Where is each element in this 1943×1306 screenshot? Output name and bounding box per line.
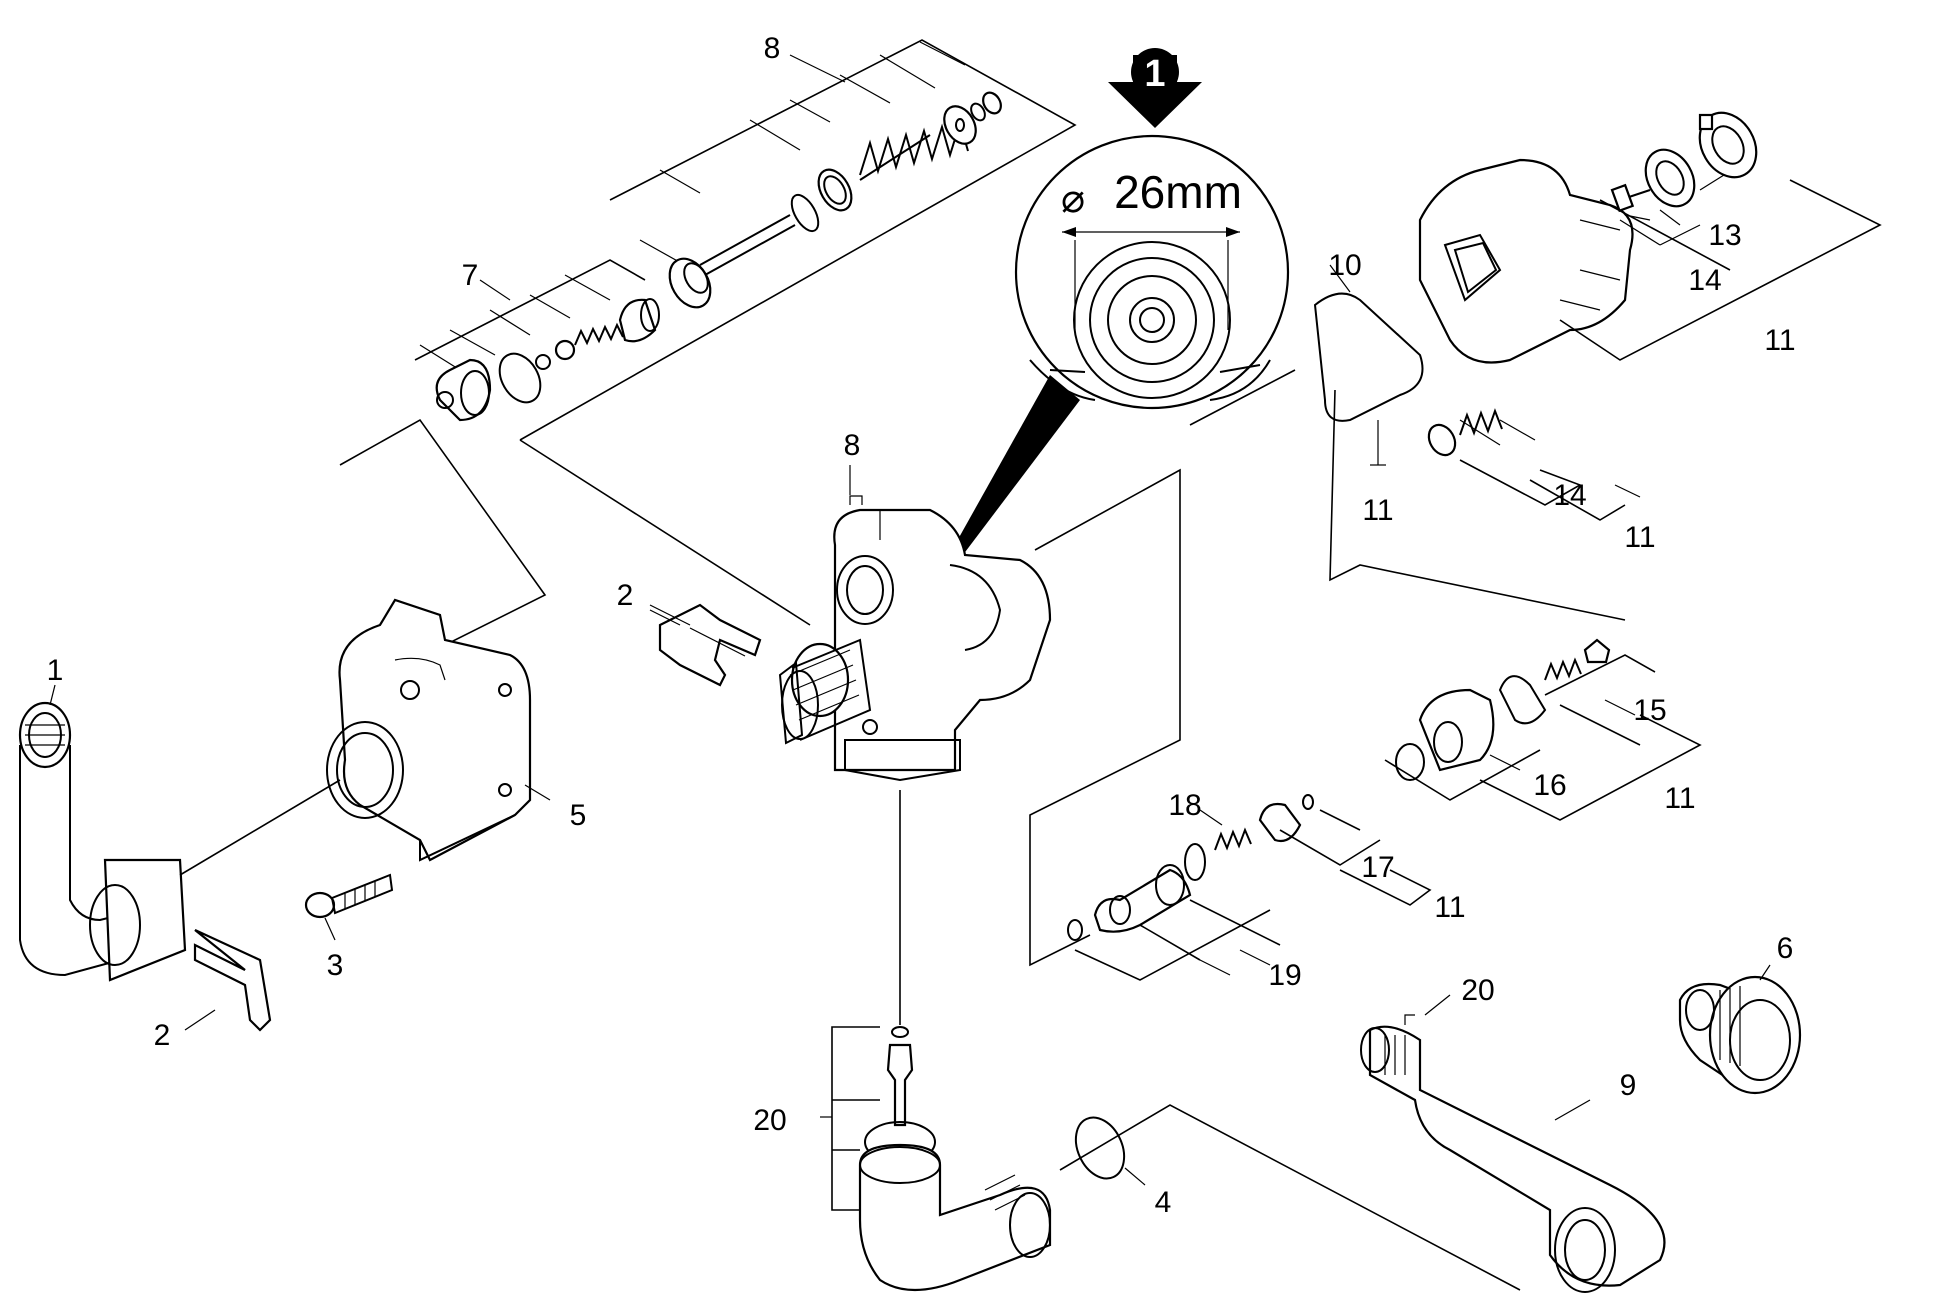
- part-1-elbow: [18, 701, 187, 982]
- label-8-top: 8: [764, 32, 781, 65]
- part-group-15-16: [1384, 638, 1702, 821]
- part-group-17-18-19: [1067, 794, 1432, 981]
- pump-head-bracket: [1559, 164, 1882, 361]
- label-20-right: 20: [1461, 974, 1494, 1007]
- part-2-clip-left: [193, 929, 272, 1032]
- part-5-housing: [326, 598, 532, 862]
- connector-lines-right: [1189, 369, 1626, 621]
- part-20-right-bracket: [1404, 1014, 1415, 1025]
- part-group-7-components: [435, 298, 660, 422]
- label-3: 3: [327, 949, 344, 982]
- part-14-11-components: [1427, 408, 1626, 521]
- part-group-10-ring: [1313, 292, 1424, 466]
- label-15: 15: [1633, 694, 1666, 727]
- part-3-bolt: [304, 873, 394, 919]
- part-6-coupling: [1678, 975, 1802, 1095]
- label-14-mid: 14: [1553, 479, 1586, 512]
- label-14-top: 14: [1688, 264, 1721, 297]
- label-10: 10: [1328, 249, 1361, 282]
- detail-marker: 1: [1108, 48, 1202, 128]
- label-9: 9: [1620, 1069, 1637, 1102]
- label-11-right: 11: [1664, 782, 1695, 815]
- label-8-center: 8: [844, 429, 861, 462]
- label-16: 16: [1533, 769, 1566, 802]
- label-11-ring: 11: [1362, 494, 1393, 527]
- part-group-7-bracket: [414, 259, 646, 371]
- dimension-label: 26mm: [1114, 166, 1242, 218]
- part-4-oring: [1059, 1104, 1521, 1291]
- pump-head-cover: [1418, 158, 1634, 364]
- diameter-symbol: ⌀: [1061, 177, 1085, 221]
- label-6: 6: [1777, 932, 1794, 965]
- label-4: 4: [1155, 1186, 1172, 1219]
- main-pump-body: [778, 508, 1052, 782]
- part-labels: 8 7 8 10 13 14 11 11 14 11 2 1 5 3 2 15 …: [47, 32, 1796, 1219]
- part-group-8-bracket: [519, 39, 1077, 441]
- label-18: 18: [1168, 789, 1201, 822]
- part-2-clip-center: [649, 603, 762, 687]
- label-11-lower: 11: [1434, 891, 1465, 924]
- label-2-left: 2: [154, 1019, 171, 1052]
- detail-magnifier: ⌀ 26mm: [910, 134, 1290, 625]
- connector-1-5: [179, 779, 341, 876]
- detail-marker-number: 1: [1144, 53, 1165, 95]
- label-1: 1: [47, 654, 64, 687]
- leader-lines: [49, 54, 1771, 1186]
- part-9-elbow: [1360, 1025, 1666, 1293]
- label-17: 17: [1361, 851, 1394, 884]
- part-group-8-components: [668, 91, 1002, 309]
- label-11-mid: 11: [1624, 521, 1655, 554]
- label-19: 19: [1268, 959, 1301, 992]
- label-5: 5: [570, 799, 587, 832]
- label-11-top: 11: [1764, 324, 1795, 357]
- part-8-bracket-main: [849, 495, 863, 505]
- label-7: 7: [462, 259, 479, 292]
- spring-8: [859, 119, 969, 181]
- connector-lines-center: [339, 418, 1181, 1025]
- label-20-center: 20: [753, 1104, 786, 1137]
- label-2-center: 2: [617, 579, 634, 612]
- label-13: 13: [1708, 219, 1741, 252]
- lower-center-elbow: [858, 1143, 1052, 1292]
- part-13-14-components: [1610, 111, 1758, 213]
